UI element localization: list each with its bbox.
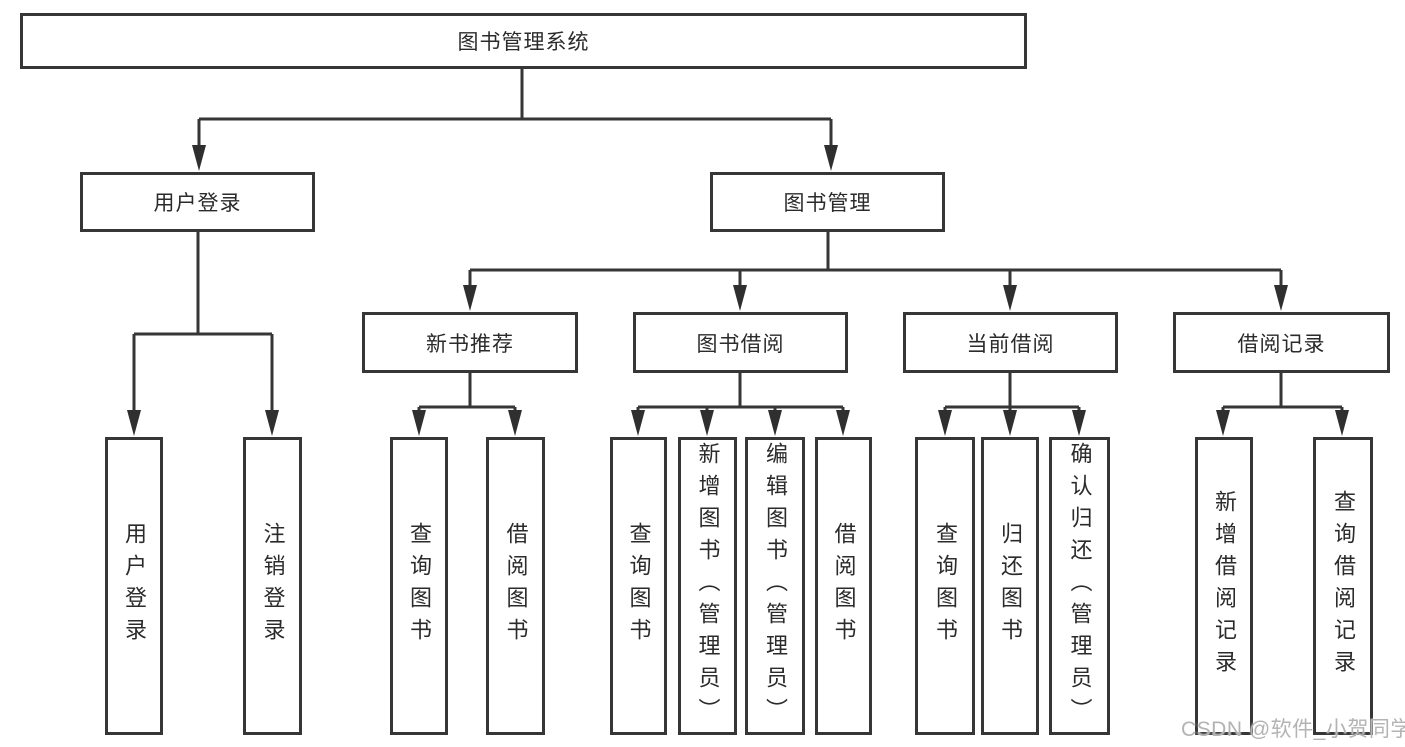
leaf-borrow-query-book: 查询图书 [610,437,667,735]
leaf-current-query-book: 查询图书 [915,437,975,735]
node-book-borrow: 图书借阅 [633,312,848,373]
leaf-query-borrow-record: 查询借阅记录 [1313,437,1373,735]
node-root: 图书管理系统 [20,13,1027,69]
node-new-book-recommend: 新书推荐 [362,312,578,373]
leaf-borrow-book: 借阅图书 [815,437,872,735]
leaf-recommend-query-book: 查询图书 [390,437,448,735]
node-current-borrow: 当前借阅 [903,312,1118,373]
node-borrow-records: 借阅记录 [1173,312,1390,373]
leaf-return-book: 归还图书 [981,437,1039,735]
leaf-recommend-borrow-book: 借阅图书 [486,437,545,735]
leaf-confirm-return-admin: 确认归还（管理员） [1049,437,1110,735]
leaf-user-login: 用户登录 [105,437,163,735]
leaf-edit-book-admin: 编辑图书（管理员） [745,437,805,735]
arrowhead-icons [127,145,1349,436]
leaf-add-borrow-record: 新增借阅记录 [1195,437,1253,735]
csdn-watermark: CSDN @软件_小贺同学 [1181,718,1405,741]
node-user-login: 用户登录 [80,172,315,232]
node-book-management: 图书管理 [710,172,945,232]
leaf-add-book-admin: 新增图书（管理员） [678,437,737,735]
leaf-logout: 注销登录 [243,437,302,735]
